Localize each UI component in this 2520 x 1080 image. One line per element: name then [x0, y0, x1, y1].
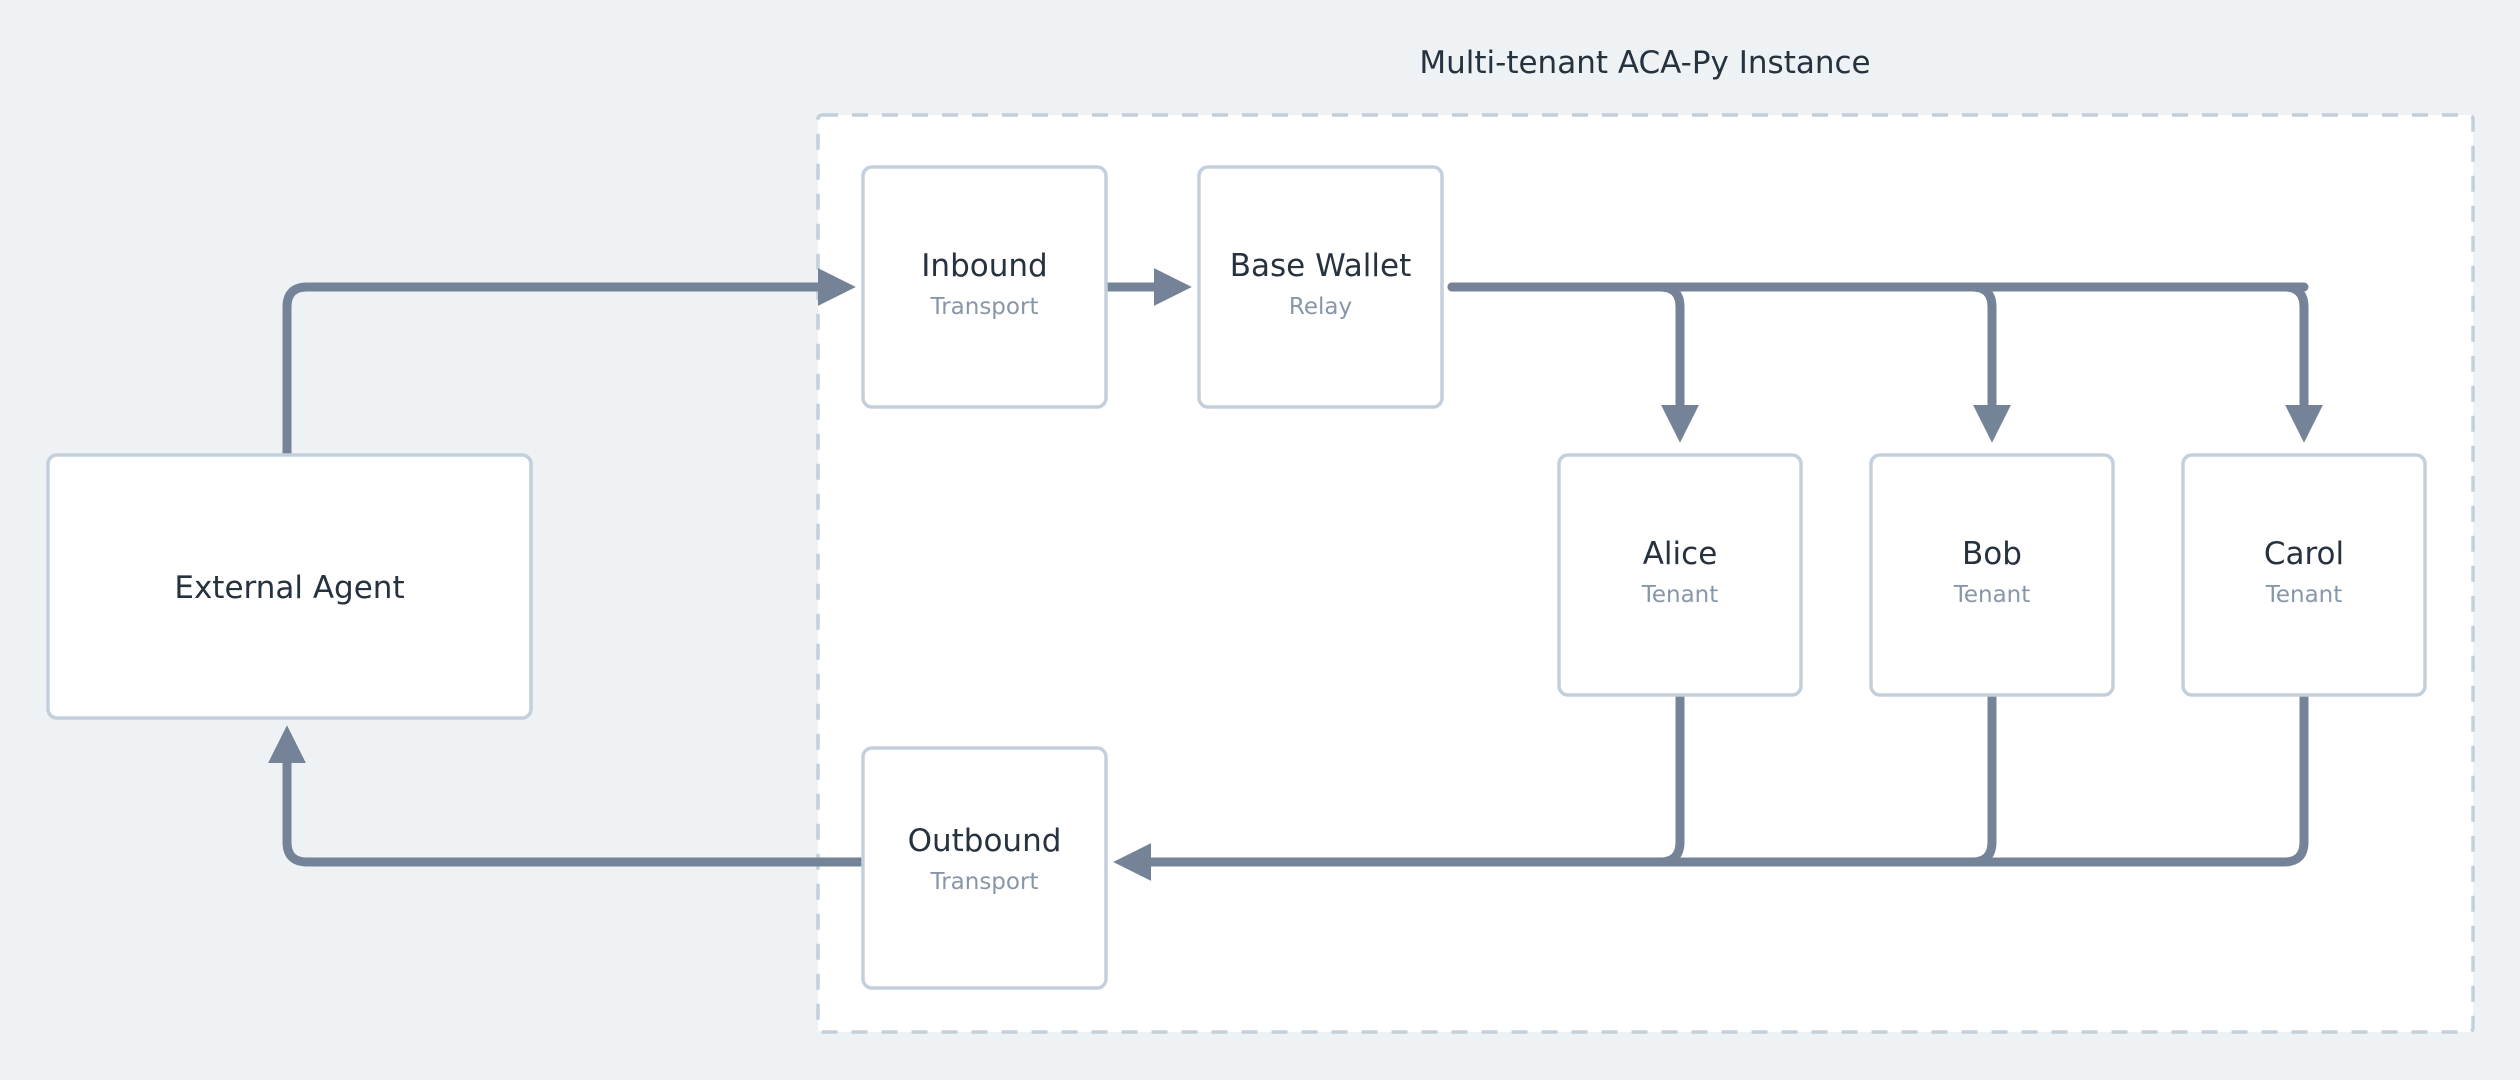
- node-tenant-carol[interactable]: Carol Tenant: [2181, 453, 2427, 697]
- node-inbound-transport[interactable]: Inbound Transport: [861, 165, 1108, 409]
- node-tenant-alice[interactable]: Alice Tenant: [1557, 453, 1803, 697]
- edge-external-to-inbound: [282, 268, 856, 460]
- edge-basewallet-to-carol: [2279, 282, 2323, 443]
- node-layer: External Agent Inbound Transport Base Wa…: [46, 165, 2427, 990]
- external-agent-label: External Agent: [174, 570, 404, 606]
- tenant-alice-sublabel: Tenant: [1641, 582, 1719, 608]
- node-base-wallet[interactable]: Base Wallet Relay: [1197, 165, 1444, 409]
- tenant-bob-box[interactable]: [1869, 453, 2115, 697]
- tenant-alice-label: Alice: [1643, 536, 1718, 572]
- base-wallet-label: Base Wallet: [1230, 248, 1411, 284]
- base-wallet-box[interactable]: [1197, 165, 1444, 409]
- inbound-transport-box[interactable]: [861, 165, 1108, 409]
- inbound-transport-label: Inbound: [921, 248, 1047, 284]
- outbound-transport-sublabel: Transport: [930, 869, 1039, 895]
- tenant-bob-label: Bob: [1962, 536, 2022, 572]
- tenant-alice-box[interactable]: [1557, 453, 1803, 697]
- outbound-transport-box[interactable]: [861, 746, 1108, 990]
- edge-outbound-to-external: [268, 725, 868, 867]
- outbound-transport-label: Outbound: [908, 823, 1062, 859]
- tenant-carol-sublabel: Tenant: [2265, 582, 2343, 608]
- tenant-carol-box[interactable]: [2181, 453, 2427, 697]
- node-tenant-bob[interactable]: Bob Tenant: [1869, 453, 2115, 697]
- external-agent-box[interactable]: [46, 453, 533, 720]
- tenant-bob-sublabel: Tenant: [1953, 582, 2031, 608]
- tenant-carol-label: Carol: [2264, 536, 2344, 572]
- edge-layer: [268, 268, 2323, 881]
- node-external-agent[interactable]: External Agent: [46, 453, 533, 720]
- group-title: Multi-tenant ACA-Py Instance: [1419, 45, 1870, 81]
- node-outbound-transport[interactable]: Outbound Transport: [861, 746, 1108, 990]
- inbound-transport-sublabel: Transport: [930, 294, 1039, 320]
- edge-carol-to-outbound: [1113, 690, 2309, 881]
- base-wallet-sublabel: Relay: [1289, 294, 1352, 320]
